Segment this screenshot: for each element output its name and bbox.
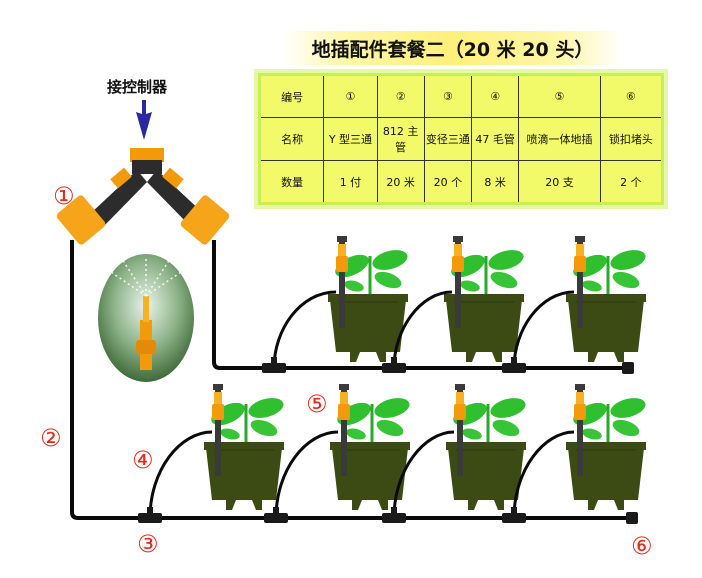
plant-lower-1 bbox=[204, 384, 286, 510]
tee-lower-2 bbox=[264, 507, 288, 523]
tee-upper-1 bbox=[262, 357, 286, 373]
tee-upper-3 bbox=[502, 357, 526, 373]
marker-1: ① bbox=[53, 184, 75, 208]
marker-2: ② bbox=[40, 426, 62, 450]
y-connector bbox=[55, 148, 231, 246]
marker-5: ⑤ bbox=[306, 392, 328, 416]
end-plug-lower bbox=[626, 512, 638, 524]
tee-lower-1 bbox=[138, 507, 162, 523]
marker-6: ⑥ bbox=[631, 534, 653, 558]
tee-lower-4 bbox=[502, 507, 526, 523]
plant-lower-2 bbox=[330, 384, 412, 510]
plant-upper-2 bbox=[444, 236, 526, 362]
end-plug-upper bbox=[622, 362, 634, 374]
marker-3: ③ bbox=[137, 532, 159, 556]
plant-lower-4 bbox=[566, 384, 648, 510]
plant-lower-3 bbox=[446, 384, 528, 510]
marker-4: ④ bbox=[132, 448, 154, 472]
up-arrow-icon bbox=[136, 100, 152, 140]
plant-upper-3 bbox=[566, 236, 648, 362]
